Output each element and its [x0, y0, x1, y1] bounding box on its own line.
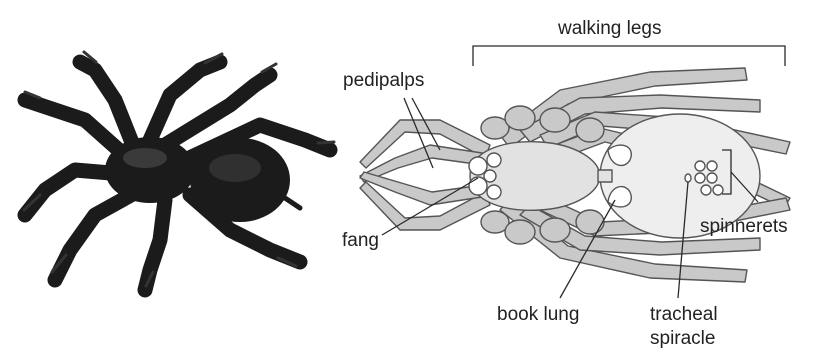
spider-photo [24, 52, 334, 290]
diagram-tracheal-spiracle [685, 174, 691, 182]
spider-photo-abdomen-highlight [209, 154, 261, 182]
label-tracheal: tracheal [650, 304, 718, 325]
spider-photo-spinneret [285, 198, 300, 208]
walking-legs-bracket [473, 46, 785, 66]
label-walking-legs: walking legs [557, 18, 662, 39]
label-spinnerets: spinnerets [700, 216, 788, 237]
label-fang: fang [342, 230, 379, 251]
label-spiracle: spiracle [650, 328, 715, 349]
label-pedipalps: pedipalps [343, 70, 424, 91]
diagram-pedicel [598, 170, 612, 182]
spider-diagram [360, 68, 790, 282]
spider-photo-highlight [123, 148, 167, 168]
spider-photo-cephalothorax [105, 137, 195, 203]
label-book-lung: book lung [497, 304, 579, 325]
